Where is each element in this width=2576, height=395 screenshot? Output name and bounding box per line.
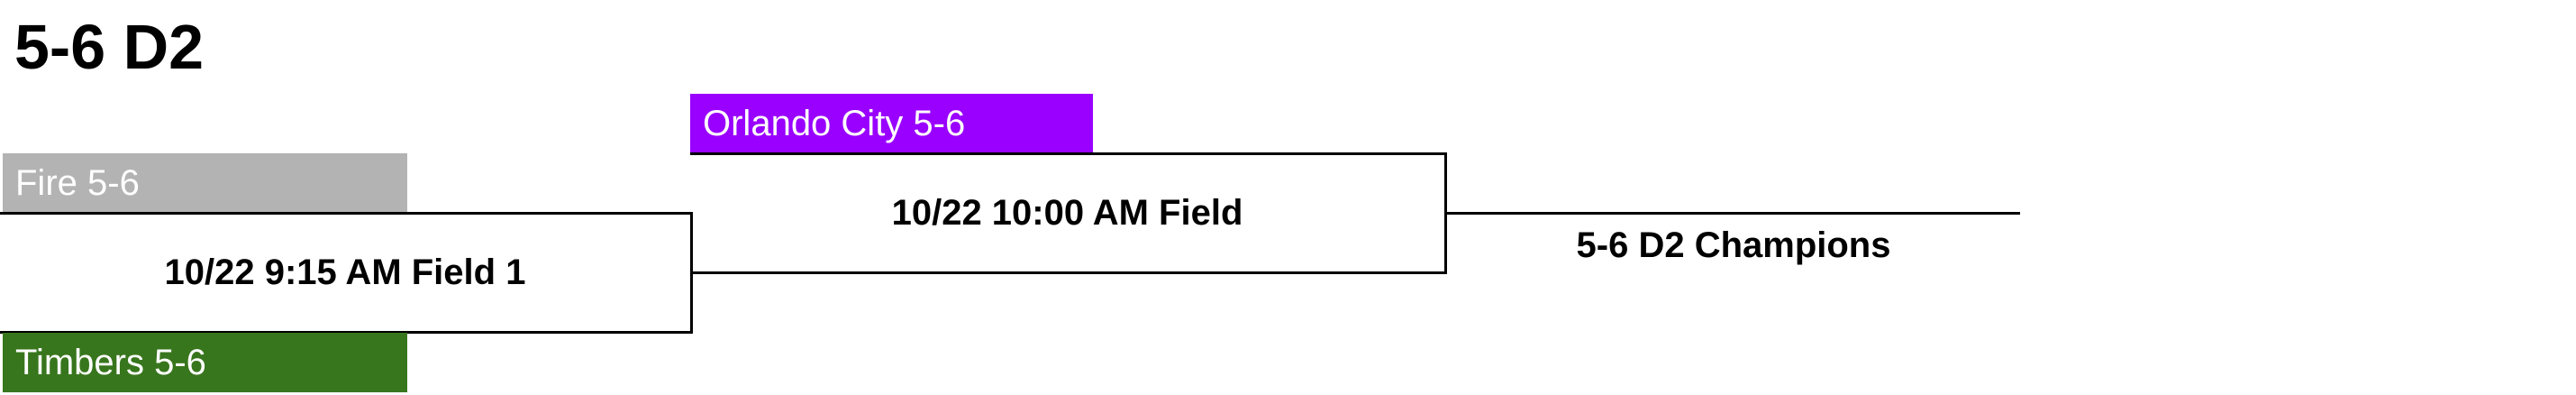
match-label-round-1: 10/22 9:15 AM Field 1	[164, 253, 526, 292]
champion-connector-line	[1447, 212, 2020, 215]
team-slot-timbers: Timbers 5-6	[3, 333, 407, 392]
champion-label: 5-6 D2 Champions	[1576, 225, 1891, 265]
bracket-title: 5-6 D2	[14, 12, 205, 82]
team-slot-orlando-city: Orlando City 5-6	[690, 94, 1093, 153]
team-slot-fire: Fire 5-6	[3, 153, 407, 213]
match-box-round-1: 10/22 9:15 AM Field 1	[0, 212, 693, 334]
match-label-round-2: 10/22 10:00 AM Field	[891, 193, 1243, 233]
match-box-round-2: 10/22 10:00 AM Field	[690, 152, 1447, 274]
